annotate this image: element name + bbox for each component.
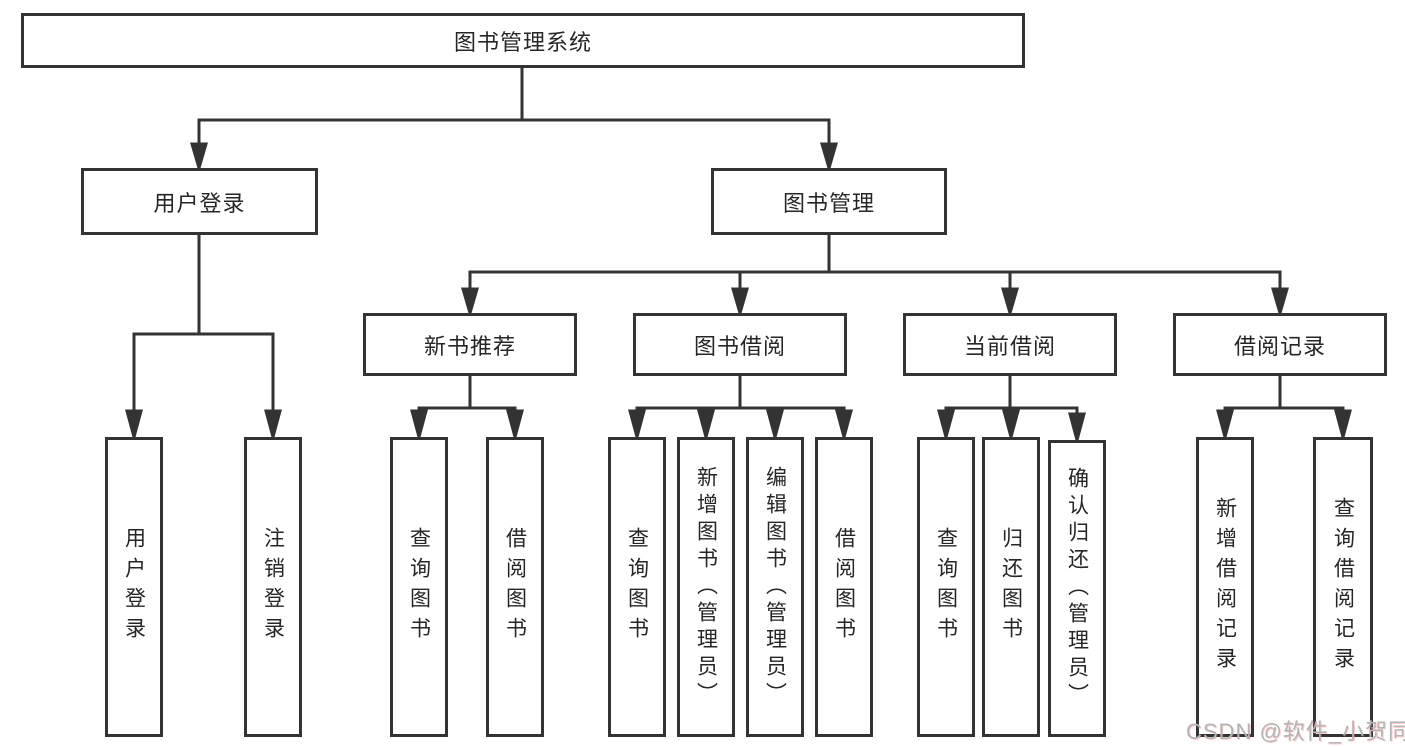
node-library-management-system: 图书管理系统 xyxy=(21,13,1025,68)
node-label: 借阅图书 xyxy=(832,527,856,647)
leaf-add-borrow-record: 新增借阅记录 xyxy=(1196,437,1254,737)
node-label: 图书借阅 xyxy=(693,333,786,359)
node-book-borrowing: 图书借阅 xyxy=(633,313,847,376)
node-label: 归还图书 xyxy=(999,527,1023,647)
node-label: 查询借阅记录 xyxy=(1331,497,1355,677)
node-book-management: 图书管理 xyxy=(711,168,947,235)
node-label: 借阅图书 xyxy=(503,527,527,647)
leaf-borrow-books-2: 借阅图书 xyxy=(815,437,873,737)
leaf-logout: 注销登录 xyxy=(244,437,302,737)
leaf-edit-books-admin: 编辑图书（管理员） xyxy=(746,437,804,737)
node-label: 编辑图书（管理员） xyxy=(763,465,787,709)
node-label: 新增图书（管理员） xyxy=(694,465,718,709)
node-label: 新书推荐 xyxy=(423,333,516,359)
node-label: 查询图书 xyxy=(934,527,958,647)
csdn-watermark: CSDN @软件_小贺同学 xyxy=(1186,719,1405,744)
node-new-book-recommendation: 新书推荐 xyxy=(363,313,577,376)
node-label: 图书管理 xyxy=(782,190,875,216)
leaf-add-books-admin: 新增图书（管理员） xyxy=(677,437,735,737)
node-label: 图书管理系统 xyxy=(453,29,592,55)
node-label: 用户登录 xyxy=(153,190,246,216)
node-label: 注销登录 xyxy=(261,527,285,647)
node-label: 新增借阅记录 xyxy=(1213,497,1237,677)
leaf-query-books-3: 查询图书 xyxy=(917,437,975,737)
leaf-query-books-2: 查询图书 xyxy=(608,437,666,737)
leaf-query-books-1: 查询图书 xyxy=(390,437,448,737)
node-borrowing-records: 借阅记录 xyxy=(1173,313,1387,376)
node-label: 借阅记录 xyxy=(1233,333,1326,359)
node-label: 查询图书 xyxy=(407,527,431,647)
node-user-login: 用户登录 xyxy=(81,168,318,235)
leaf-query-borrow-record: 查询借阅记录 xyxy=(1313,437,1373,737)
node-label: 确认归还（管理员） xyxy=(1065,467,1089,710)
leaf-borrow-books-1: 借阅图书 xyxy=(486,437,544,737)
leaf-user-login: 用户登录 xyxy=(105,437,163,737)
node-label: 当前借阅 xyxy=(963,333,1056,359)
node-label: 查询图书 xyxy=(625,527,649,647)
leaf-confirm-return-admin: 确认归还（管理员） xyxy=(1048,440,1106,737)
node-label: 用户登录 xyxy=(122,527,146,647)
leaf-return-books: 归还图书 xyxy=(982,437,1040,737)
node-current-borrowing: 当前借阅 xyxy=(903,313,1117,376)
